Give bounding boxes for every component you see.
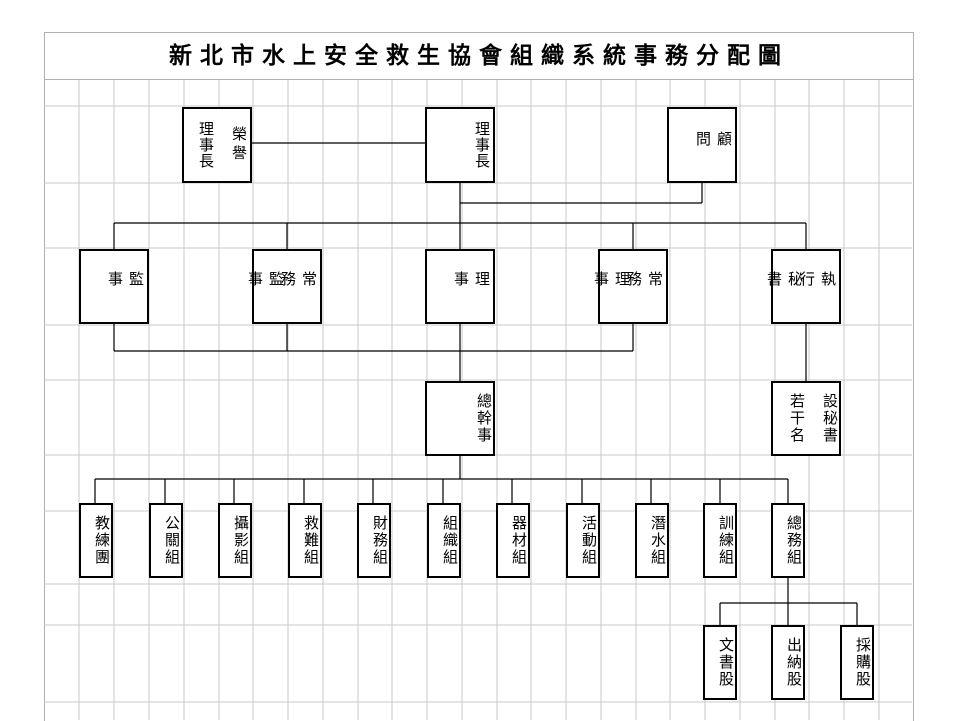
node-advisor: 顧問 [667,107,737,183]
group-box-label: 財務組 [371,515,389,566]
node-standing-director-line-1: 常務 [625,271,664,302]
node-director-line-1: 理事 [452,271,491,302]
group-box-1: 教練團 [79,503,113,578]
node-executive-secretary-line-2: 秘書 [765,271,804,302]
background-grid [44,80,912,720]
section-box-label: 出納股 [785,637,803,688]
group-box-label: 器材組 [510,515,528,566]
node-secretaries-line-2: 若干名 [788,393,806,444]
group-box-label: 潛水組 [649,515,667,566]
group-box-label: 組織組 [441,515,459,566]
group-box-2: 公關組 [149,503,183,578]
group-box-label: 教練團 [93,515,111,566]
group-box-11: 總務組 [771,503,805,578]
node-standing-supervisor: 常務 監事 [246,249,322,324]
group-box-label: 公關組 [163,515,181,566]
node-executive-secretary: 執行 秘書 [765,249,841,324]
group-box-label: 攝影組 [232,515,250,566]
node-standing-director: 常務 理事 [592,249,668,324]
chart-title: 新北市水上安全救生協會組織系統事務分配圖 [45,33,913,80]
group-box-label: 活動組 [580,515,598,566]
node-advisor-line-1: 顧問 [694,130,733,160]
node-standing-supervisor-line-2: 監事 [246,271,285,302]
node-supervisor: 監事 [79,249,149,324]
node-secretary-general: 總幹事 [425,381,495,456]
section-box-3: 採購股 [840,625,874,700]
group-box-10: 訓練組 [703,503,737,578]
node-secretaries: 設秘書 若干名 [771,381,841,456]
node-secretary-general-line-1: 總幹事 [475,393,493,444]
node-chairman-line-1: 理事長 [473,121,491,169]
section-box-label: 採購股 [854,637,872,688]
section-box-label: 文書股 [717,637,735,688]
group-box-5: 財務組 [357,503,391,578]
node-secretaries-line-1: 設秘書 [821,393,839,444]
group-box-7: 器材組 [496,503,530,578]
node-honorary-chairman: 榮譽 理事長 [182,107,252,183]
group-box-label: 訓練組 [717,515,735,566]
node-chairman: 理事長 [425,107,495,183]
section-box-1: 文書股 [703,625,737,700]
group-box-label: 總務組 [785,515,803,566]
node-standing-director-line-2: 理事 [592,271,631,302]
group-box-8: 活動組 [566,503,600,578]
node-director: 理事 [425,249,495,324]
node-standing-supervisor-line-1: 常務 [279,271,318,302]
group-box-6: 組織組 [427,503,461,578]
section-box-2: 出納股 [771,625,805,700]
node-supervisor-line-1: 監事 [106,271,145,302]
node-executive-secretary-line-1: 執行 [798,271,837,302]
group-box-4: 救難組 [288,503,322,578]
group-box-label: 救難組 [302,515,320,566]
node-honorary-chairman-line-2: 理事長 [197,121,215,169]
node-honorary-chairman-line-1: 榮譽 [230,126,248,164]
group-box-9: 潛水組 [635,503,669,578]
group-box-3: 攝影組 [218,503,252,578]
